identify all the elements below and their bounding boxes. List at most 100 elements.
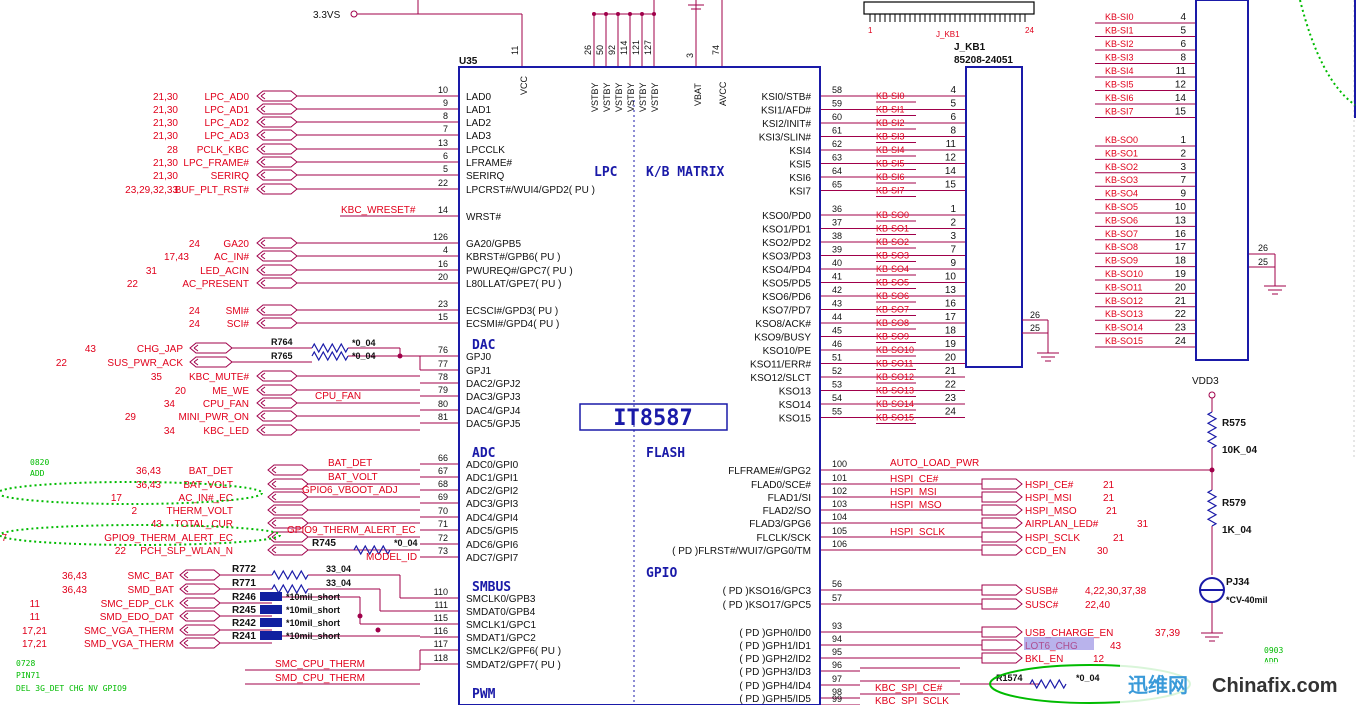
pin-vstby: VSTBY: [602, 82, 612, 112]
pin-name-right: KSI4: [789, 146, 811, 157]
pin-avcc: AVCC: [718, 81, 728, 106]
pin-num-vbat: 3: [685, 53, 695, 58]
sheet-ref: 22: [56, 358, 68, 369]
conn-pin: 22: [945, 380, 957, 391]
pin-num-right: 106: [832, 539, 847, 549]
short-label: *10mil_short: [286, 605, 340, 615]
pin-name-left: SMCLK1/GPC1: [466, 620, 536, 631]
pin-name-right: KSI0/STB#: [762, 92, 812, 103]
pin-num-vstby: 92: [607, 45, 617, 55]
net-label-bat-volt: BAT_VOLT: [328, 472, 378, 483]
conn-pin: 3: [950, 231, 956, 242]
resistor-value-r579: 1K_04: [1222, 525, 1252, 536]
resistor-ref-r745: R745: [312, 538, 336, 549]
far-net-so: KB-SO12: [1105, 296, 1143, 306]
pin-num-right: 54: [832, 393, 842, 403]
resistor-ref: R242: [232, 618, 256, 629]
pin-name-right: KSO8/ACK#: [755, 319, 811, 330]
supply-node: [350, 10, 358, 18]
pin-name-left: ECSMI#/GPD4( PU ): [466, 319, 559, 330]
net-label: HSPI_MSO: [890, 500, 942, 511]
section-dac: DAC: [472, 338, 495, 353]
pin-num-vstby: 50: [595, 45, 605, 55]
far-pin: 9: [1180, 189, 1186, 200]
net-label: KB-SO2: [876, 237, 909, 247]
pin-num-left: 4: [443, 245, 448, 255]
net-label: KB-SO5: [876, 278, 909, 288]
offpage-arrow-6: [981, 584, 1023, 596]
net-label: SMC_VGA_THERM: [84, 626, 174, 637]
resistor-ref: R764: [271, 337, 293, 347]
net-label: HSPI_MSI: [890, 487, 937, 498]
pin-num-left: 8: [443, 111, 448, 121]
conn-pin: 13: [945, 285, 957, 296]
note-curve: [1299, 0, 1356, 106]
conn-pin: 1: [950, 204, 956, 215]
pin-num-right: 56: [832, 579, 842, 589]
pin-name-left: ECSCI#/GPD3( PU ): [466, 306, 558, 317]
offpage-arrow: [256, 237, 298, 249]
far-pin: 11: [1176, 66, 1187, 77]
resistor-value: *0_04: [352, 351, 376, 361]
conn-pin: 24: [945, 407, 957, 418]
pin-num-right: 103: [832, 499, 847, 509]
sheet-ref: 11: [30, 599, 41, 610]
note-add: ADD: [30, 469, 45, 478]
offpage-arrow-0: [981, 478, 1023, 490]
offpage-arrow-pclk_kbc: [256, 143, 298, 155]
fpc-pin24: 24: [1025, 26, 1034, 35]
watermark-en: Chinafix.com: [1212, 675, 1338, 697]
net-label: KB-SO13: [876, 386, 914, 396]
pin-name-right: FLAD3/GPG6: [749, 519, 811, 530]
offpage-arrow: [256, 250, 298, 262]
offpage-arrow-3: [981, 517, 1023, 529]
sheet-ref: 23,29,32,33: [125, 185, 178, 196]
pin-num-vstby: 114: [619, 41, 629, 55]
far-net-so: KB-SO2: [1105, 162, 1138, 172]
net-label: LPC_AD0: [205, 92, 250, 103]
sheet-ref: 29: [125, 412, 137, 423]
pin-name-left: ADC2/GPI2: [466, 486, 519, 497]
net-label: KB-SO0: [876, 210, 909, 220]
far-pin: 4: [1180, 12, 1186, 23]
far-net-so: KB-SO6: [1105, 215, 1138, 225]
net-label: HSPI_CE#: [890, 474, 939, 485]
offpage-arrow: [256, 277, 298, 289]
pin-num-vstby: 26: [583, 45, 593, 55]
far-net-so: KB-SO4: [1105, 189, 1138, 199]
junction: [604, 12, 608, 16]
pin-name-right: ( PD )KSO17/GPC5: [723, 600, 812, 611]
pin-num-right: 46: [832, 339, 842, 349]
pin-num-vstby: 121: [631, 40, 641, 55]
offpage-arrow: [179, 569, 221, 581]
pin-num-right: 38: [832, 231, 842, 241]
net-label-kbc-spi: KBC_SPI_CE#: [875, 683, 943, 694]
pin-vbat: VBAT: [693, 83, 703, 106]
section-kb-matrix: K/B MATRIX: [646, 165, 724, 180]
offpage-ref: 22,40: [1085, 600, 1110, 611]
pin-name-left: DAC5/GPJ5: [466, 419, 521, 430]
offpage-arrow-8: [981, 626, 1023, 638]
pin-num-right: 53: [832, 380, 842, 390]
pin-name-right: ( PD )FLRST#/WUI7/GPG0/TM: [672, 546, 811, 557]
far-pin: 20: [1175, 282, 1187, 293]
offpage-arrow-4: [981, 531, 1023, 543]
pin-name-left: PWUREQ#/GPC7( PU ): [466, 266, 573, 277]
sheet-ref: 35: [151, 372, 163, 383]
conn-pin: 12: [945, 153, 957, 164]
pin-name-left: LAD3: [466, 131, 491, 142]
offpage-net: USB_CHARGE_EN: [1025, 628, 1113, 639]
net-label: KB-SI6: [876, 172, 905, 182]
sheet-ref: 17,21: [22, 626, 47, 637]
pin-name-right: KSO1/PD1: [762, 225, 811, 236]
conn-pin: 6: [950, 112, 956, 123]
short-label: *10mil_short: [286, 631, 340, 641]
net-label: KB-SI1: [876, 105, 905, 115]
net-label-model-id: MODEL_ID: [366, 552, 417, 563]
offpage-arrow-2: [981, 504, 1023, 516]
pin-num-right: 39: [832, 245, 842, 255]
net-label: LPC_AD3: [205, 131, 250, 142]
chip-name-box: [579, 403, 728, 431]
far-pin: 7: [1180, 175, 1186, 186]
